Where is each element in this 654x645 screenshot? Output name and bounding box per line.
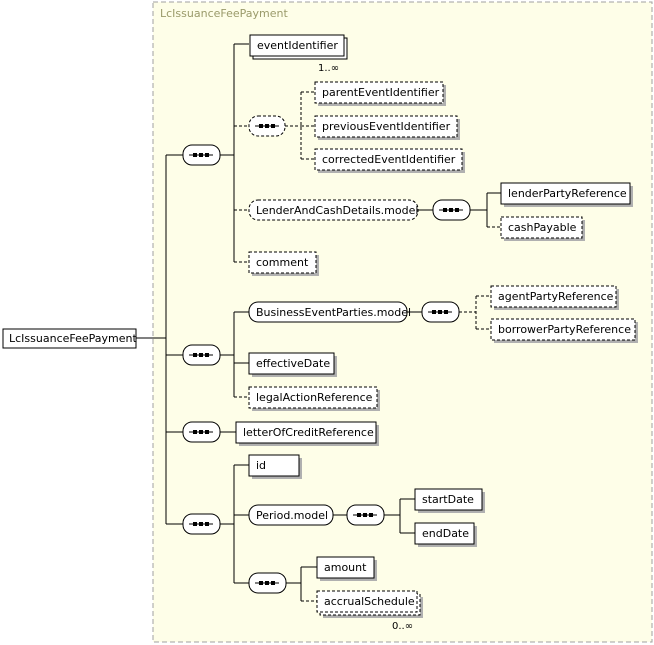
sequence-compositor-event-ids[interactable]	[248, 115, 286, 137]
root-element-box[interactable]	[2, 328, 137, 349]
element-amount[interactable]: amount	[316, 556, 377, 581]
svg-text:previousEventIdentifier: previousEventIdentifier	[322, 120, 451, 133]
model-business-event-parties[interactable]: BusinessEventParties.model	[248, 301, 411, 323]
element-end-date[interactable]: endDate	[414, 522, 477, 547]
svg-text:lenderPartyReference: lenderPartyReference	[508, 187, 627, 200]
sequence-compositor-lender-cash[interactable]	[432, 199, 471, 221]
element-start-date[interactable]: startDate	[414, 488, 485, 513]
svg-text:letterOfCreditReference: letterOfCreditReference	[243, 426, 374, 439]
type-region-title: LcIssuanceFeePayment	[160, 7, 288, 20]
svg-text:cashPayable: cashPayable	[508, 221, 577, 234]
occurrence-accrual-schedule: 0..∞	[392, 621, 413, 632]
svg-text:eventIdentifier: eventIdentifier	[257, 39, 338, 52]
element-parent-event-identifier[interactable]: parentEventIdentifier	[314, 81, 446, 106]
svg-text:parentEventIdentifier: parentEventIdentifier	[322, 86, 440, 99]
element-letter-of-credit-reference[interactable]: letterOfCreditReference	[235, 421, 379, 446]
element-effective-date[interactable]: effectiveDate	[248, 352, 337, 377]
svg-text:effectiveDate: effectiveDate	[256, 357, 330, 370]
svg-text:borrowerPartyReference: borrowerPartyReference	[498, 323, 631, 336]
svg-text:legalActionReference: legalActionReference	[256, 391, 373, 404]
svg-text:accrualSchedule: accrualSchedule	[324, 595, 415, 608]
element-corrected-event-identifier[interactable]: correctedEventIdentifier	[314, 148, 465, 173]
sequence-compositor-period[interactable]	[346, 504, 385, 526]
element-lender-party-reference[interactable]: lenderPartyReference	[500, 182, 633, 207]
sequence-compositor-main-d[interactable]	[182, 513, 221, 535]
sequence-compositor-main-a[interactable]	[182, 144, 221, 166]
sequence-compositor-main-c[interactable]	[182, 421, 221, 443]
occurrence-event-identifier: 1..∞	[318, 63, 339, 74]
svg-text:agentPartyReference: agentPartyReference	[498, 290, 614, 303]
connectors	[136, 43, 501, 602]
svg-text:BusinessEventParties.model: BusinessEventParties.model	[256, 306, 411, 319]
element-cash-payable[interactable]: cashPayable	[500, 216, 585, 241]
element-comment[interactable]: comment	[248, 251, 319, 276]
element-id[interactable]: id	[248, 454, 302, 479]
element-agent-party-reference[interactable]: agentPartyReference	[490, 285, 619, 310]
svg-text:startDate: startDate	[422, 493, 474, 506]
svg-text:correctedEventIdentifier: correctedEventIdentifier	[322, 153, 456, 166]
element-legal-action-reference[interactable]: legalActionReference	[248, 386, 380, 411]
element-borrower-party-reference[interactable]: borrowerPartyReference	[490, 318, 638, 343]
svg-text:endDate: endDate	[422, 527, 469, 540]
element-event-identifier[interactable]: eventIdentifier	[249, 34, 348, 60]
element-accrual-schedule[interactable]: accrualSchedule	[316, 590, 423, 618]
svg-text:Period.model: Period.model	[256, 509, 328, 522]
element-previous-event-identifier[interactable]: previousEventIdentifier	[314, 115, 460, 140]
sequence-compositor-business-parties[interactable]	[421, 301, 460, 323]
svg-text:amount: amount	[324, 561, 367, 574]
sequence-compositor-amount[interactable]	[248, 572, 287, 594]
model-lender-and-cash-details[interactable]: LenderAndCashDetails.model	[248, 199, 419, 221]
sequence-compositor-main-b[interactable]	[182, 344, 221, 366]
root-element-label: LcIssuanceFeePayment	[9, 332, 137, 345]
svg-text:id: id	[256, 459, 266, 472]
model-period[interactable]: Period.model	[248, 504, 334, 526]
svg-text:LenderAndCashDetails.model: LenderAndCashDetails.model	[256, 204, 418, 217]
svg-text:comment: comment	[256, 256, 309, 269]
